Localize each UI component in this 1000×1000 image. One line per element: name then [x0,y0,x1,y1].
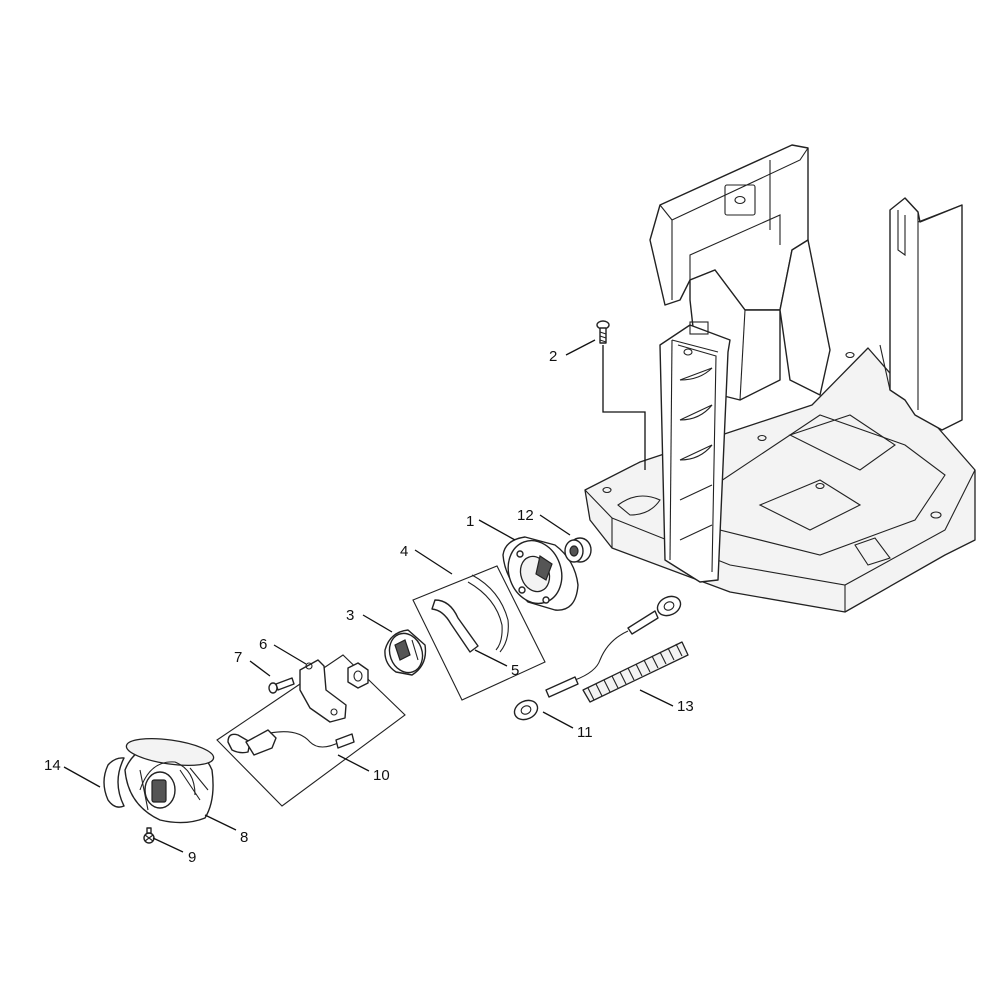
part-8-knob [124,737,215,824]
callout-1: 1 [466,513,474,530]
callout-12: 12 [517,507,534,524]
callout-8: 8 [240,829,248,846]
callout-13: 13 [677,698,694,715]
callout-7: 7 [234,649,242,666]
part-3-drum [384,629,427,676]
part-10-kit [216,654,406,807]
part-9-screw [143,827,155,844]
callout-4: 4 [400,543,408,560]
callout-14: 14 [44,757,61,774]
callout-6: 6 [259,636,267,653]
callout-3: 3 [346,607,354,624]
part-14-clip [103,757,125,808]
backpack-frame [584,144,976,613]
part-2-install-line [602,345,646,470]
callout-labels: 1 2 3 4 5 6 7 8 9 10 11 12 13 14 [44,348,694,866]
callout-10: 10 [373,767,390,784]
callout-9: 9 [188,849,196,866]
callout-2: 2 [549,348,557,365]
part-4-kit [412,565,546,701]
part-12-bushing [564,537,592,563]
part-11-wire [513,595,682,721]
callout-5: 5 [511,662,519,679]
part-1-housing [502,536,579,611]
part-2-screw [596,320,610,344]
callout-11: 11 [577,724,593,741]
part-13-spring [582,641,689,703]
leader-lines [63,339,674,853]
